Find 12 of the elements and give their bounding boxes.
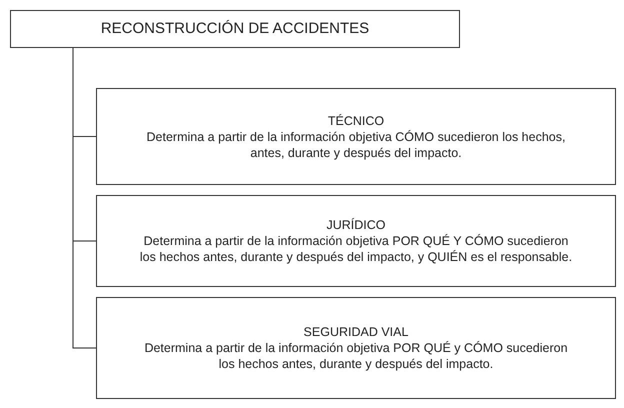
category-box — [96, 195, 616, 287]
heading: SEGURIDAD VIAL — [304, 324, 408, 340]
description: Determina a partir de la información objetiva POR QUÉ Y CÓMO sucedieron los hechos antes, durante y después del impacto, y QUIÉN es el responsable. — [138, 233, 574, 265]
heading: JURÍDICO — [326, 217, 386, 233]
category-box — [96, 88, 616, 185]
heading: TÉCNICO — [328, 112, 384, 128]
category-box — [96, 297, 616, 399]
description: Determina a partir de la información objetiva CÓMO sucedieron los hechos, antes, durante y después del impacto. — [146, 128, 566, 160]
title-box — [10, 10, 460, 48]
connector-line — [72, 48, 96, 348]
heading: RECONSTRUCCIÓN DE ACCIDENTES — [100, 21, 370, 37]
description: Determina a partir de la información objetiva POR QUÉ y CÓMO sucedieron los hechos antes, durante y después del impacto. — [143, 340, 569, 372]
